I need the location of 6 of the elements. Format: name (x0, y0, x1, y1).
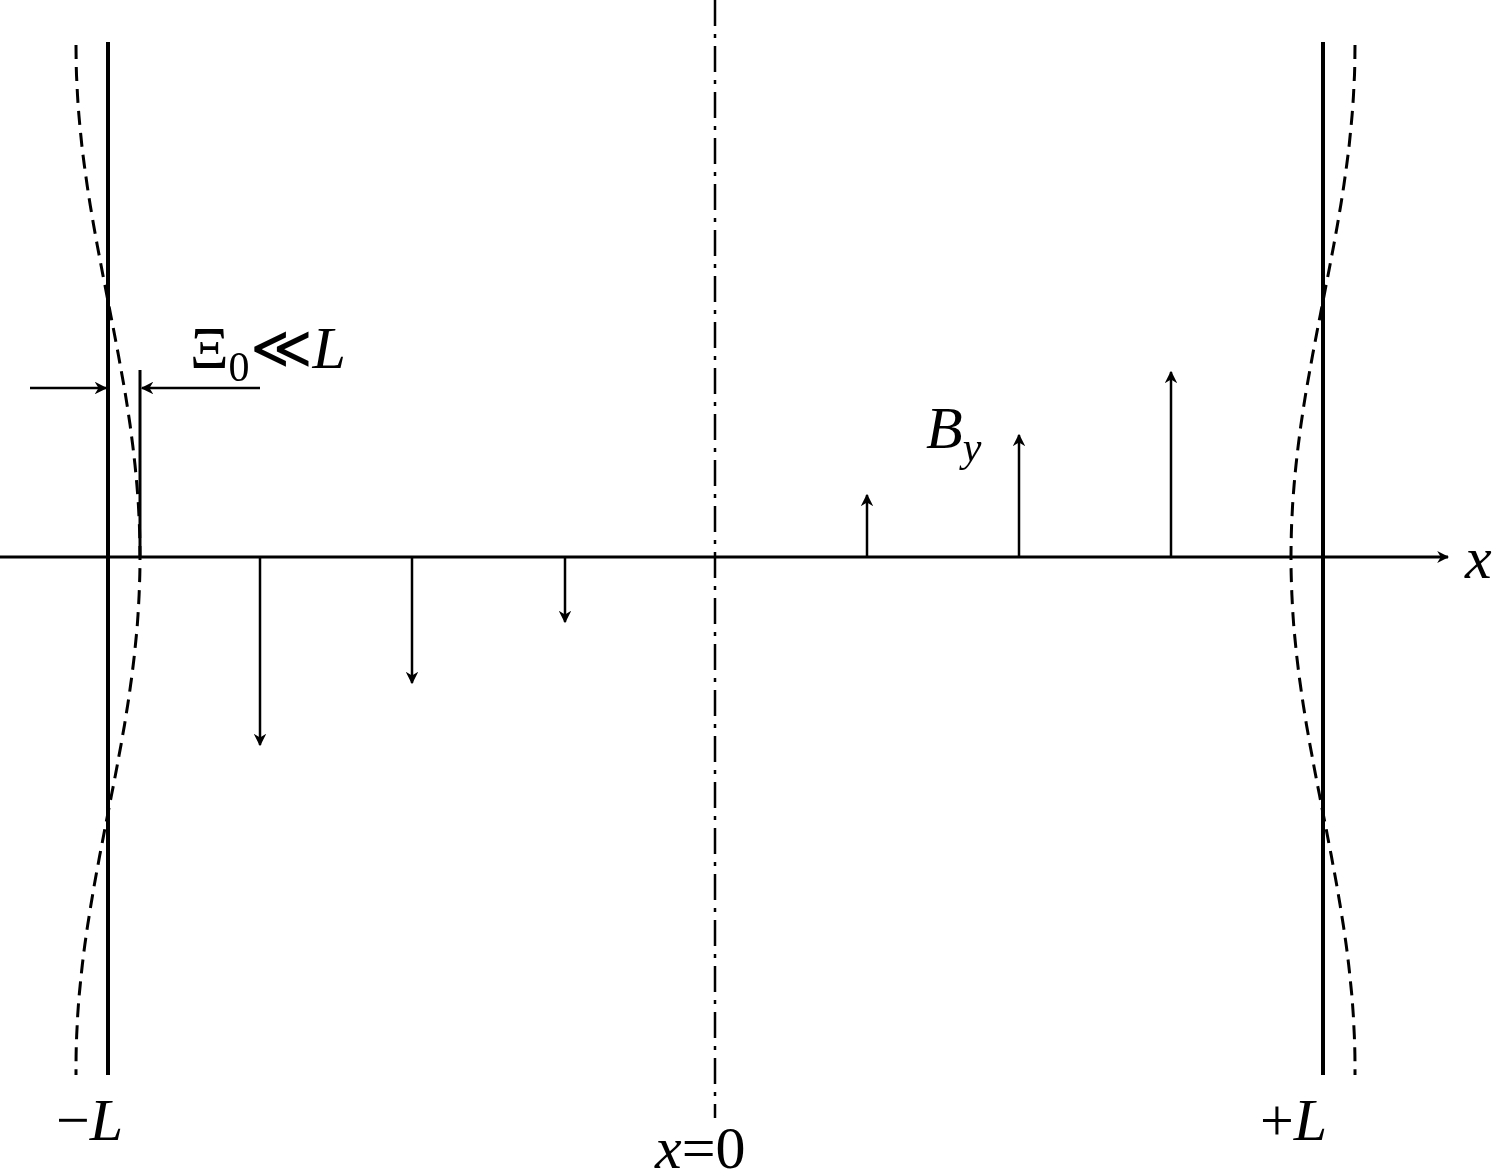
axis-label: x (1465, 528, 1492, 588)
dimension-label: Ξ$_{0}$≪L (190, 318, 346, 388)
position-label: −L (56, 1090, 124, 1150)
position-label: x=0 (655, 1118, 746, 1172)
field-label: B$_{y}$ (926, 398, 982, 468)
position-label: +L (1260, 1090, 1328, 1150)
